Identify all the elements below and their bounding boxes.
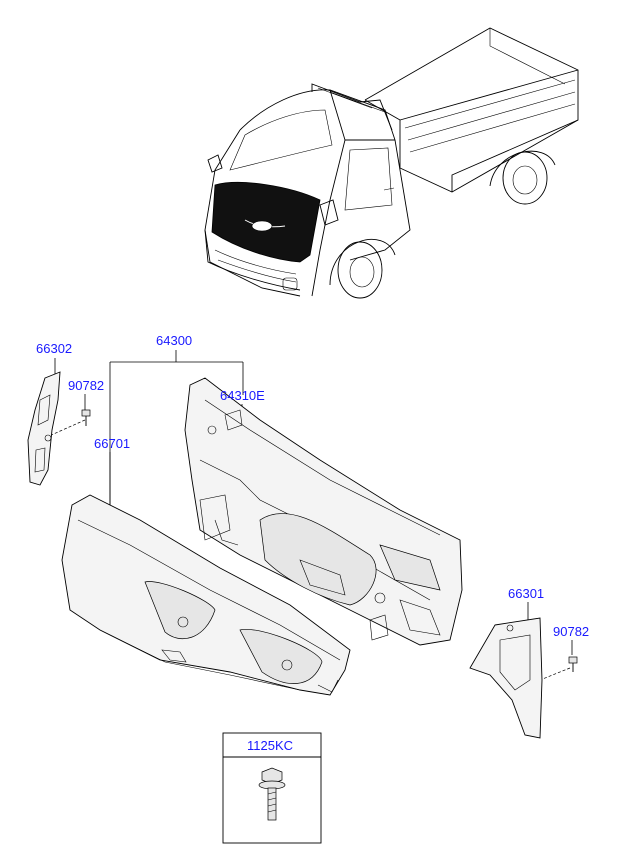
bolt-90782-right	[568, 656, 578, 672]
bolt-90782-left	[81, 409, 91, 426]
label-64310E[interactable]: 64310E	[220, 388, 265, 403]
part-64310E-dash-panel	[184, 377, 463, 646]
leader-lines	[39, 350, 573, 681]
part-labels: 64300 66302 90782 64310E 66701 66301 907…	[36, 333, 589, 639]
label-64300[interactable]: 64300	[156, 333, 192, 348]
part-66302-left-trim	[27, 371, 61, 486]
fastener-legend-box: 1125KC	[222, 732, 322, 844]
truck-illustration	[204, 27, 579, 299]
part-66301-right-trim	[469, 617, 543, 739]
label-90782-right[interactable]: 90782	[553, 624, 589, 639]
bolt-1125KC-icon	[258, 767, 286, 821]
label-66302[interactable]: 66302	[36, 341, 72, 356]
label-90782-left[interactable]: 90782	[68, 378, 104, 393]
label-66301[interactable]: 66301	[508, 586, 544, 601]
label-66701[interactable]: 66701	[94, 436, 130, 451]
legend-part-number[interactable]: 1125KC	[247, 738, 293, 753]
part-66701-cowl-panel	[61, 494, 351, 696]
